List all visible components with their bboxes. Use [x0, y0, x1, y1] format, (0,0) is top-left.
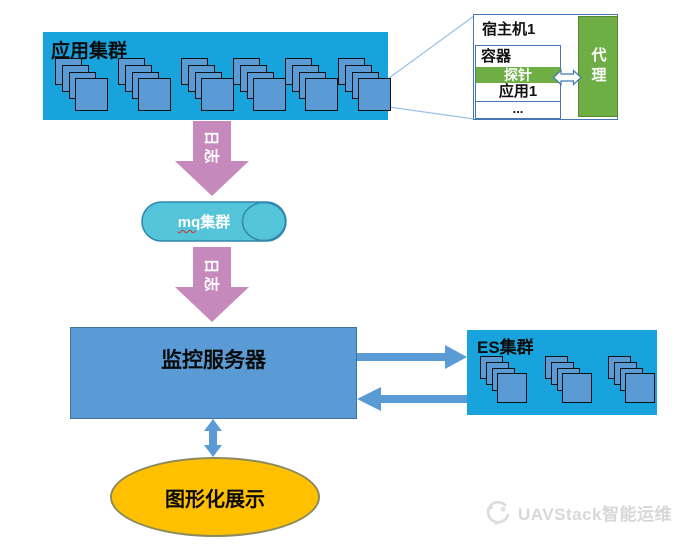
agent-box: 代理 — [578, 16, 618, 117]
server-display-double-arrow — [204, 419, 222, 457]
app-cluster-label: 应用集群 — [51, 41, 128, 62]
agent-label: 代理 — [589, 46, 607, 87]
app-node-icon — [253, 78, 286, 111]
log-arrow-down-2 — [175, 247, 249, 322]
server-to-es-arrow — [357, 345, 467, 369]
es-cluster-label: ES集群 — [477, 338, 534, 357]
more-row: ... — [512, 101, 524, 116]
app-instance-stack — [181, 58, 234, 111]
app-cluster-box: 应用集群 — [43, 32, 391, 120]
mq-cluster-label: mq集群 — [142, 211, 266, 232]
app-instance-stack — [285, 58, 338, 111]
watermark-text: UAVStack智能运维 — [518, 504, 672, 524]
app-row: 应用1 — [476, 83, 560, 102]
es-node-icon — [497, 373, 527, 403]
app-node-icon — [75, 78, 108, 111]
host-label: 宿主机1 — [482, 21, 536, 38]
app-instance-stack — [338, 58, 391, 111]
host-detail-box: 宿主机1 容器 探针 应用1 ... 代理 — [473, 14, 618, 120]
callout-line-bottom — [388, 106, 475, 120]
watermark: UAVStack智能运维 — [483, 497, 672, 527]
app-node-icon — [305, 78, 338, 111]
probe-agent-double-arrow-icon — [553, 69, 582, 86]
app-instance-stack — [118, 58, 171, 111]
display-ellipse: 图形化展示 — [110, 457, 320, 537]
es-to-server-arrow — [357, 387, 467, 411]
app-instance-stack — [55, 58, 108, 111]
app-node-icon — [358, 78, 391, 111]
es-cluster-box: ES集群 — [467, 330, 657, 415]
es-node-stack — [608, 356, 655, 403]
app-node-icon — [138, 78, 171, 111]
es-node-stack — [480, 356, 527, 403]
mq-cylinder-cap — [241, 201, 287, 242]
container-label: 容器 — [481, 48, 512, 65]
es-node-icon — [625, 373, 655, 403]
log-arrow-down-1 — [175, 121, 249, 196]
display-label: 图形化展示 — [165, 488, 265, 511]
monitor-server-label: 监控服务器 — [161, 349, 266, 372]
uavstack-logo-icon — [486, 500, 510, 526]
app-instance-stack — [233, 58, 286, 111]
container-box: 容器 探针 应用1 ... — [475, 45, 561, 119]
callout-line-top — [388, 15, 475, 79]
mq-label-prefix: mq — [177, 214, 201, 231]
monitor-server-box: 监控服务器 — [70, 327, 357, 419]
es-node-stack — [545, 356, 592, 403]
probe-row: 探针 — [476, 67, 560, 83]
mq-label-suffix: 集群 — [200, 214, 231, 231]
es-node-icon — [562, 373, 592, 403]
app-node-icon — [201, 78, 234, 111]
log-label-1: 日志 — [202, 130, 220, 167]
log-label-2: 日志 — [202, 258, 220, 295]
